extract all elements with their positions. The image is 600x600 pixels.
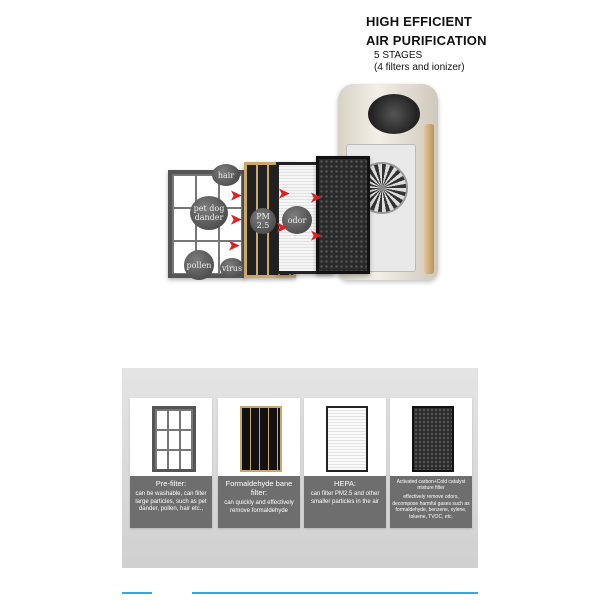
pollutant-bubble: pollen [184, 250, 214, 280]
airflow-arrow-icon: ➤ [278, 185, 290, 201]
pollutant-bubble: hair [212, 164, 240, 186]
formaldehyde-filter-image [218, 398, 300, 476]
airflow-arrow-icon: ➤ [310, 227, 322, 243]
airflow-arrow-icon: ➤ [230, 211, 242, 227]
carbon-filter-image [390, 398, 472, 476]
airflow-arrow-icon: ➤ [276, 219, 288, 235]
purifier-illustration: hair pet dog dander PM 2.5 odor pollen v… [150, 80, 450, 290]
heading-block: HIGH EFFICIENT AIR PURIFICATION 5 STAGES… [366, 12, 487, 74]
heading-line-1: HIGH EFFICIENT [366, 14, 473, 29]
filter-card-pre: Pre-filter: can be washable, can filter … [130, 398, 212, 528]
filter-title: Pre-filter: [155, 479, 187, 488]
filter-caption: HEPA: can filter PM2.5 and other smaller… [304, 476, 386, 528]
filter-title: Formaldehyde bane filter: [225, 479, 293, 497]
side-trim [424, 124, 434, 274]
accent-divider [122, 592, 478, 594]
filter-title: HEPA: [334, 479, 356, 488]
hepa-filter-image [304, 398, 386, 476]
pollutant-bubble: odor [282, 206, 312, 234]
filter-description: can be washable, can filter large partic… [135, 491, 207, 512]
filter-description: effectively remove odors, decompose harm… [392, 494, 470, 520]
pollutant-bubble: virus [220, 258, 244, 278]
filter-caption: Activated carbon+Cold catalyst mixture f… [390, 476, 472, 528]
airflow-arrow-icon: ➤ [228, 237, 240, 253]
top-vent [368, 94, 420, 134]
filter-card-formaldehyde: Formaldehyde bane filter: can quickly an… [218, 398, 300, 528]
filter-card-carbon: Activated carbon+Cold catalyst mixture f… [390, 398, 472, 528]
carbon-filter-panel [316, 156, 370, 274]
filter-description: can quickly and effectively remove forma… [224, 500, 294, 514]
airflow-arrow-icon: ➤ [310, 189, 322, 205]
heading-line-2: AIR PURIFICATION [366, 33, 487, 48]
filter-title: Activated carbon+Cold catalyst mixture f… [396, 479, 466, 491]
filter-comparison-band: Pre-filter: can be washable, can filter … [122, 368, 478, 568]
filter-caption: Formaldehyde bane filter: can quickly an… [218, 476, 300, 528]
subheading-line-1: 5 STAGES [374, 50, 423, 61]
airflow-arrow-icon: ➤ [230, 187, 242, 203]
filter-description: can filter PM2.5 and other smaller parti… [310, 491, 380, 505]
pollutant-bubble: PM 2.5 [250, 208, 276, 234]
pre-filter-image [130, 398, 212, 476]
filter-card-hepa: HEPA: can filter PM2.5 and other smaller… [304, 398, 386, 528]
filter-caption: Pre-filter: can be washable, can filter … [130, 476, 212, 528]
pollutant-bubble: pet dog dander [190, 196, 228, 230]
subheading-line-2: (4 filters and ionizer) [374, 62, 465, 73]
